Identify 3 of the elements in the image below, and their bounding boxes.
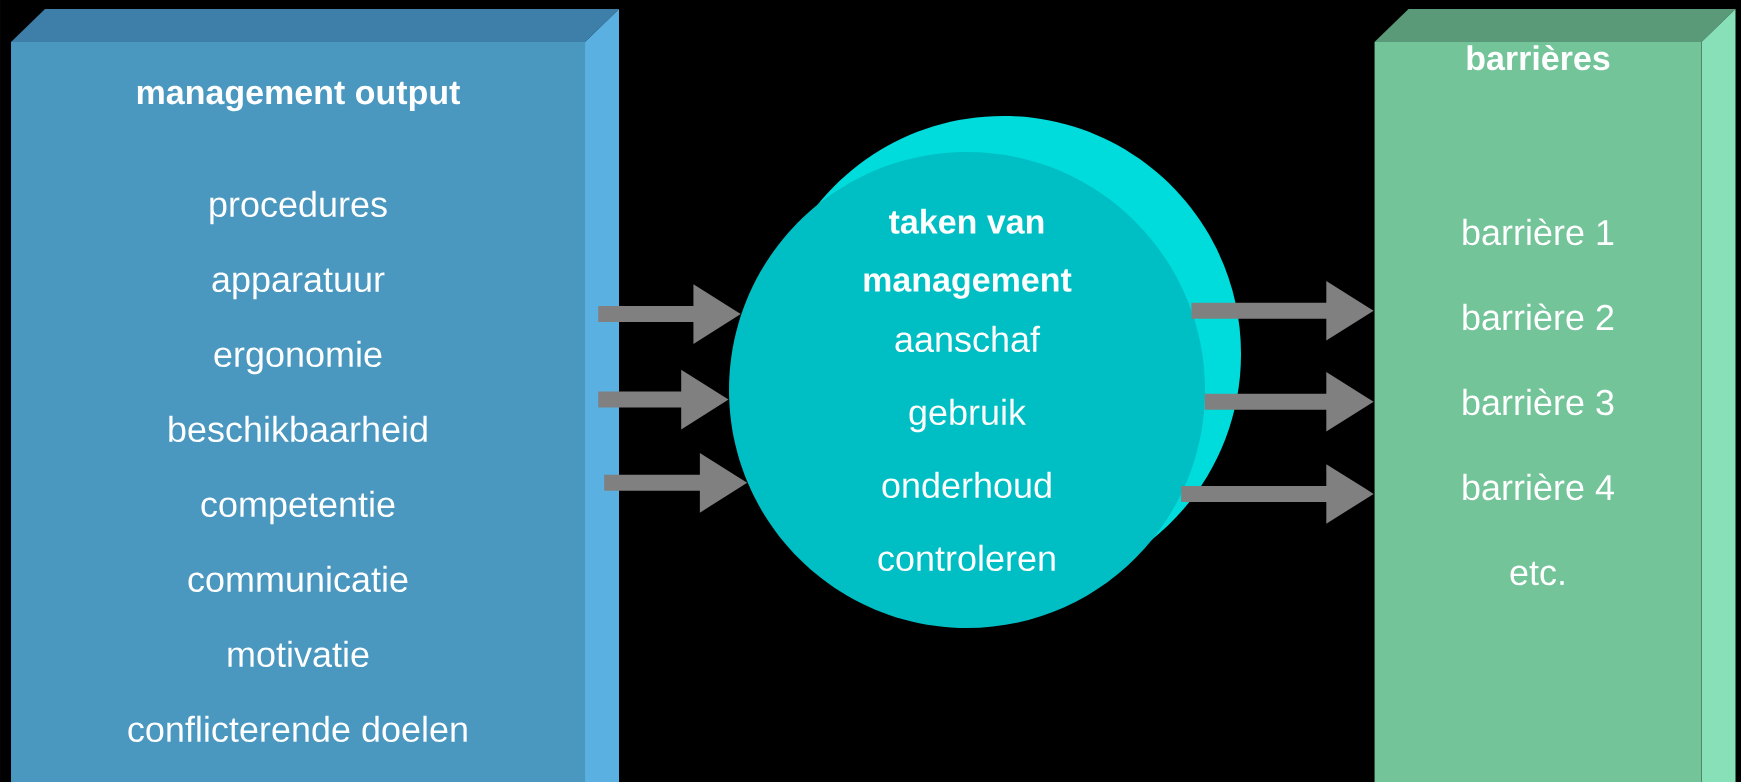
barrier-panel: barrières barrière 1 barrière 2 barrière 3 barrière 4 etc. (1374, 9, 1736, 782)
task-disc: taken van management aanschaf gebruik onderhoud controleren (729, 116, 1241, 628)
output-panel: management output procedures apparatuur ergonomie beschikbaarheid competentie communicatie motivatie conflicterende doelen (11, 9, 619, 782)
